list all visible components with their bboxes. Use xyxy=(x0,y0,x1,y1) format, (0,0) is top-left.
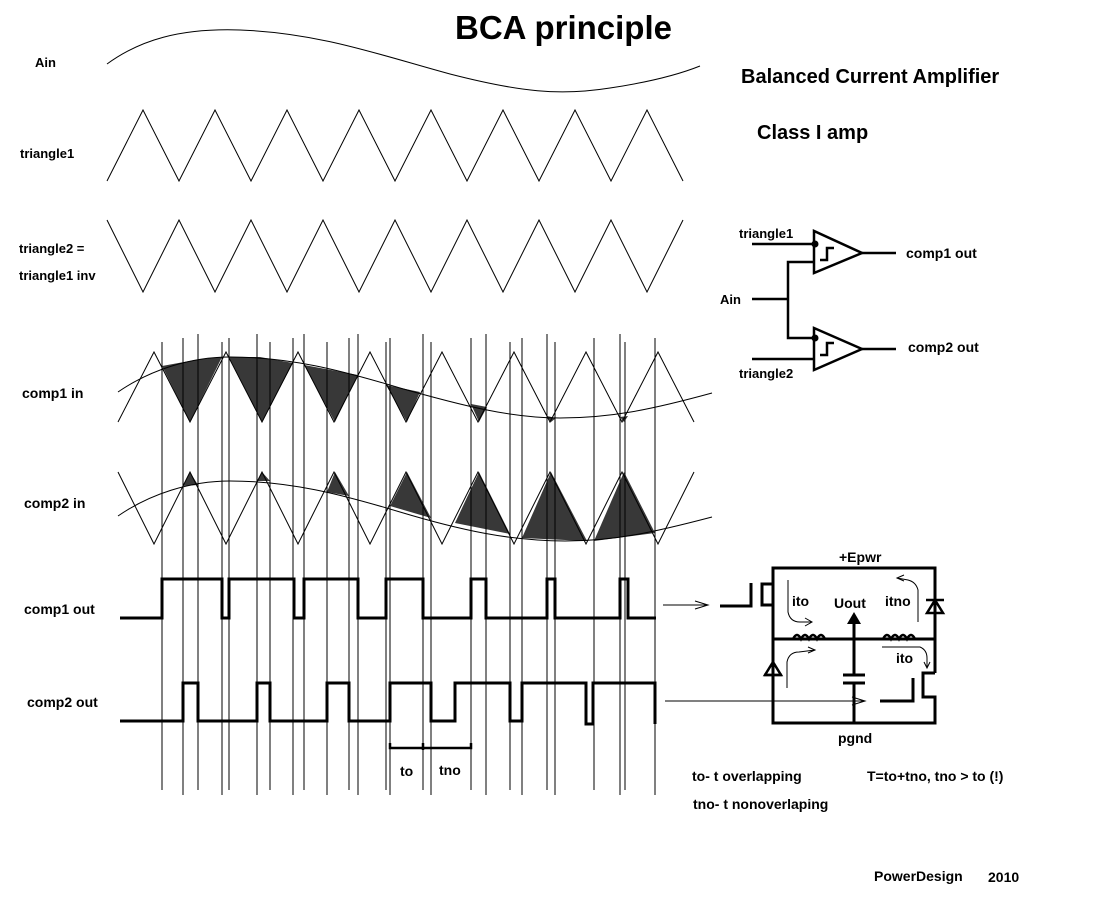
label-tno: tno xyxy=(439,762,461,778)
comp2-in-triangle xyxy=(117,470,695,546)
comp-label-triangle2: triangle2 xyxy=(739,366,793,381)
inductor-icon xyxy=(791,633,827,642)
comp2-out-waveform xyxy=(120,681,657,726)
arrowhead xyxy=(851,696,867,706)
hysteresis-icon xyxy=(820,246,834,262)
comp-label-out2: comp2 out xyxy=(908,339,979,355)
hysteresis-icon xyxy=(820,341,834,357)
label-triangle2: triangle2 = xyxy=(19,241,85,256)
label-epwr: +Epwr xyxy=(839,549,882,565)
label-triangle2-inv: triangle1 inv xyxy=(19,268,96,283)
comp1-in-overlap-areas xyxy=(162,357,628,422)
label-uout: Uout xyxy=(834,595,866,611)
comp2-in-overlap-areas xyxy=(183,472,655,541)
ain-waveform xyxy=(106,29,701,93)
comparator-block: triangle1 Ain triangle2 comp1 out comp2 … xyxy=(720,226,979,381)
page-title: BCA principle xyxy=(455,9,672,46)
label-ito-top: ito xyxy=(792,593,809,609)
label-ito-bottom: ito xyxy=(896,650,913,666)
subtitle: Balanced Current Amplifier xyxy=(741,66,999,88)
mosfet-low-icon xyxy=(921,671,937,700)
note-to: to- t overlapping xyxy=(692,768,802,784)
credit-author: PowerDesign xyxy=(874,868,963,884)
label-itno: itno xyxy=(885,593,911,609)
current-arrow-icon xyxy=(786,649,816,688)
comp-label-ain: Ain xyxy=(720,292,741,307)
comp2-in-ain xyxy=(117,480,713,542)
overlap-area xyxy=(390,472,431,518)
label-comp1-out: comp1 out xyxy=(24,601,95,617)
mosfet-high-icon xyxy=(760,582,773,607)
uout-arrow-icon xyxy=(847,612,861,624)
comparator-1 xyxy=(812,229,866,275)
overlap-area xyxy=(304,365,358,422)
arrowhead xyxy=(694,600,710,610)
credit-year: 2010 xyxy=(988,869,1019,885)
label-comp1-in: comp1 in xyxy=(22,385,83,401)
label-triangle1: triangle1 xyxy=(20,146,74,161)
power-stage: +Epwr pgnd Uout ito itno ito xyxy=(720,549,946,746)
overlap-area xyxy=(229,357,293,422)
overlap-area xyxy=(471,404,487,422)
overlap-area xyxy=(455,472,510,534)
comp1-in-ain xyxy=(117,356,713,419)
timing-bracket xyxy=(388,743,473,750)
diode-icon xyxy=(924,597,946,615)
overlap-area xyxy=(257,472,270,481)
overlap-area xyxy=(183,472,198,486)
label-comp2-in: comp2 in xyxy=(24,495,85,511)
triangle2-waveform xyxy=(106,218,684,294)
comp1-out-waveform xyxy=(120,577,656,620)
current-arrow-icon xyxy=(787,580,812,623)
note-formula: T=to+tno, tno > to (!) xyxy=(867,768,1003,784)
subtitle-class: Class I amp xyxy=(757,122,868,144)
inductor-icon xyxy=(881,633,917,642)
overlap-area xyxy=(162,357,222,422)
comp-label-out1: comp1 out xyxy=(906,245,977,261)
current-arrow-icon xyxy=(896,577,919,622)
label-comp2-out: comp2 out xyxy=(27,694,98,710)
comp-label-triangle1: triangle1 xyxy=(739,226,793,241)
comp1-in-triangle xyxy=(117,350,695,424)
note-tno: tno- t nonoverlaping xyxy=(693,796,828,812)
current-arrow-icon xyxy=(882,646,928,668)
label-to: to xyxy=(400,763,413,779)
triangle1-waveform xyxy=(106,108,684,183)
label-pgnd: pgnd xyxy=(838,730,872,746)
comparator-2 xyxy=(812,326,866,372)
label-ain: Ain xyxy=(35,55,56,70)
overlap-area xyxy=(327,472,349,496)
overlap-area xyxy=(386,385,420,422)
